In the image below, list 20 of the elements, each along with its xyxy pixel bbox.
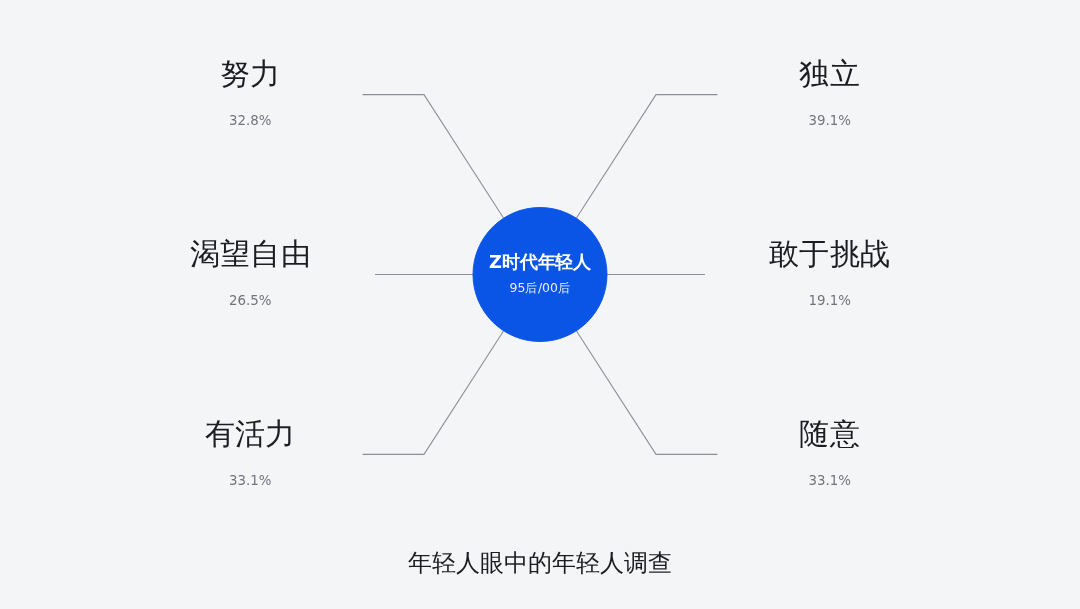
node-label: 33.1%	[808, 472, 851, 489]
connector	[374, 273, 474, 276]
node-text: 有活力	[204, 415, 296, 451]
node-text: 随意	[799, 415, 860, 451]
node-text: 努力	[220, 55, 281, 92]
connector	[575, 330, 718, 455]
node-label: 39.1%	[808, 112, 851, 129]
connector	[362, 94, 505, 219]
node-label: 32.8%	[229, 112, 272, 129]
node-label: 19.1%	[808, 292, 851, 309]
node-text: 渴望自由	[189, 235, 311, 272]
connector	[362, 330, 505, 455]
connector	[575, 94, 718, 219]
node-circle: Z时代年轻人 95后/00后	[472, 207, 608, 342]
node-text: 敢于挑战	[769, 235, 891, 272]
caption: 年轻人眼中的年轻人调查	[408, 548, 672, 579]
node-text: 独立	[799, 55, 860, 92]
node-label: 33.1%	[229, 472, 272, 489]
node-label: 26.5%	[229, 292, 272, 309]
connector	[606, 273, 706, 276]
